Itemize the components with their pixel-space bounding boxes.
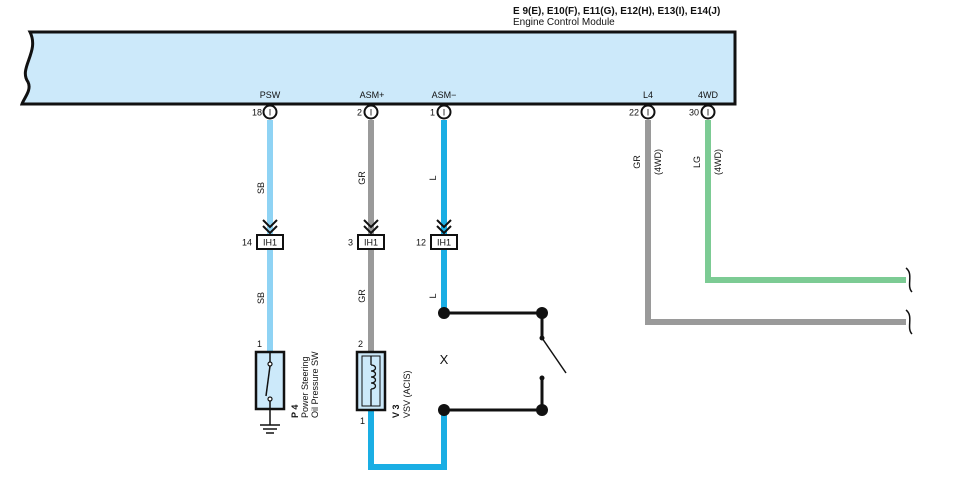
wire-label-asm-minus-upper: L — [428, 175, 438, 180]
switch-marker: X — [440, 352, 449, 367]
terminal-label-l4: L4 — [643, 90, 653, 100]
switch-node-bottom-right — [536, 404, 548, 416]
p4-name-line1: Power Steering — [300, 356, 310, 418]
ecm-name: Engine Control Module — [513, 17, 615, 28]
p4-pin-top: 1 — [257, 339, 262, 349]
connector-ih1-psw: IH1 14 — [242, 234, 284, 250]
wire-4wd — [705, 120, 906, 283]
wire-label-4wd: LG — [692, 156, 702, 168]
engine-control-module-box — [19, 30, 737, 106]
p4-name-line2: Oil Pressure SW — [310, 351, 320, 418]
terminal-label-psw: PSW — [260, 90, 281, 100]
connector-chevron-asm-minus — [436, 219, 452, 235]
svg-text:IH1: IH1 — [437, 238, 451, 248]
switch-node-bottom-left — [438, 404, 450, 416]
wire-note-4wd: (4WD) — [713, 149, 723, 175]
pin-number-asm-plus: 2 — [357, 108, 362, 118]
wire-label-asm-plus-lower: GR — [357, 289, 367, 303]
connector-pin-psw: 14 — [242, 238, 252, 248]
connector-ih1-asm-minus: IH1 12 — [416, 234, 458, 250]
switch-lever — [541, 337, 567, 374]
wire-note-l4: (4WD) — [653, 149, 663, 175]
ecm-codes: E 9(E), E10(F), E11(G), E12(H), E13(I), … — [513, 6, 720, 17]
svg-text:I: I — [269, 108, 272, 118]
pin-l4: I 22 — [629, 104, 656, 120]
wire-l4 — [645, 120, 906, 325]
svg-text:I: I — [443, 108, 446, 118]
wire-label-psw-upper: SB — [256, 182, 266, 194]
terminal-label-4wd: 4WD — [698, 90, 719, 100]
connector-pin-asm-plus: 3 — [348, 238, 353, 248]
pin-4wd: I 30 — [689, 104, 716, 120]
v3-pin-top: 2 — [358, 339, 363, 349]
v3-pin-bottom: 1 — [360, 416, 365, 426]
svg-text:I: I — [707, 108, 710, 118]
svg-text:I: I — [370, 108, 373, 118]
wire-label-asm-minus-lower: L — [428, 293, 438, 298]
switch-contact-bottom — [539, 375, 545, 381]
switch-node-top-right — [536, 307, 548, 319]
switch-contact-top — [539, 335, 545, 341]
switch-circuit — [444, 311, 544, 412]
svg-text:IH1: IH1 — [263, 238, 277, 248]
pin-number-4wd: 30 — [689, 108, 699, 118]
connector-chevron-asm-plus — [363, 219, 379, 235]
connector-pin-asm-minus: 12 — [416, 238, 426, 248]
terminal-label-asm-minus: ASM− — [432, 90, 457, 100]
svg-text:IH1: IH1 — [364, 238, 378, 248]
terminal-label-asm-plus: ASM+ — [360, 90, 385, 100]
coil-icon — [370, 364, 377, 390]
p4-code: P 4 — [290, 405, 300, 418]
wire-vsv-return — [368, 410, 447, 470]
v3-code: V 3 — [391, 404, 401, 418]
wire-label-l4: GR — [632, 155, 642, 169]
ground-icon — [260, 409, 280, 434]
v3-name: VSV (ACIS) — [402, 370, 412, 418]
wire-break-l4 — [905, 309, 913, 335]
vsv-acis-v3: 2 1 — [355, 339, 387, 426]
pin-number-psw: 18 — [252, 108, 262, 118]
pin-number-asm-minus: 1 — [430, 108, 435, 118]
pin-psw: I 18 — [252, 104, 278, 120]
pin-asm-plus: I 2 — [357, 104, 379, 120]
wire-label-asm-plus-upper: GR — [357, 171, 367, 185]
pin-asm-minus: I 1 — [430, 104, 452, 120]
switch-node-top-left — [438, 307, 450, 319]
wire-break-4wd — [905, 267, 913, 293]
connector-chevron-psw — [262, 219, 278, 235]
connector-ih1-asm-plus: IH1 3 — [348, 234, 385, 250]
svg-text:I: I — [647, 108, 650, 118]
wire-label-psw-lower: SB — [256, 292, 266, 304]
pin-number-l4: 22 — [629, 108, 639, 118]
